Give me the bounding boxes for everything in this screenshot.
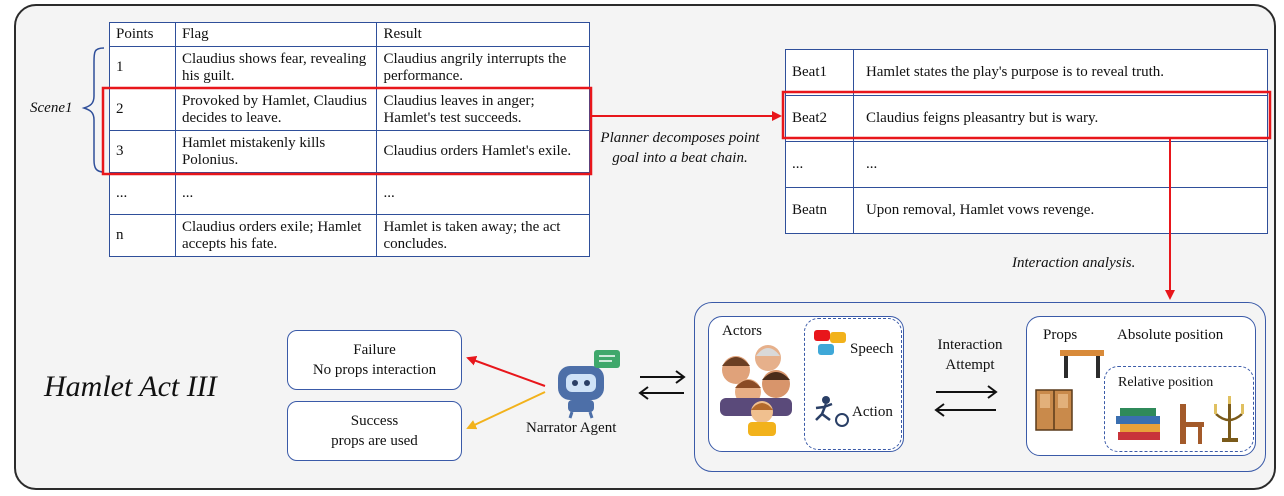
planner-note: Planner decomposes point goal into a bea… [600, 130, 760, 166]
interaction-attempt-line1: Interaction [937, 337, 1003, 353]
actor-props-exchange-icon [934, 385, 998, 417]
narrator-actor-exchange-icon [638, 370, 686, 400]
scene-bracket [81, 47, 105, 173]
failure-box: Failure No props interaction [287, 330, 462, 390]
scene-label: Scene1 [30, 100, 73, 116]
beat-id: Beatn [785, 187, 854, 234]
table-row: Beat2 Claudius feigns pleasantry but is … [785, 95, 1269, 142]
flag-cell: Provoked by Hamlet, Claudius decides to … [174, 88, 378, 131]
table-row: n Claudius orders exile; Hamlet accepts … [109, 214, 590, 257]
flag-cell: ... [174, 172, 378, 215]
result-cell: Hamlet is taken away; the act concludes. [376, 214, 590, 257]
relative-position-group [1104, 366, 1254, 452]
success-arrow [466, 391, 546, 430]
narrator-label: Narrator Agent [526, 420, 617, 436]
table-row: 3 Hamlet mistakenly kills Polonius. Clau… [109, 130, 590, 173]
actors-icon [720, 345, 792, 436]
failure-title: Failure [353, 342, 396, 358]
speech-label: Speech [850, 341, 894, 357]
interaction-attempt-label: Interaction Attempt [922, 335, 1018, 375]
point-number: 1 [109, 46, 176, 89]
absolute-position-label: Absolute position [1117, 327, 1224, 343]
table-row: 2 Provoked by Hamlet, Claudius decides t… [109, 88, 590, 131]
interaction-attempt-line2: Attempt [945, 357, 995, 373]
table-row: Beatn Upon removal, Hamlet vows revenge. [785, 187, 1269, 234]
beat-text: Upon removal, Hamlet vows revenge. [852, 187, 1269, 234]
speech-action-group [804, 318, 902, 450]
beat-id: Beat1 [785, 49, 854, 96]
table-row: ... ... ... [109, 172, 590, 215]
table-row: Beat1 Hamlet states the play's purpose i… [785, 49, 1269, 96]
result-cell: Claudius orders Hamlet's exile. [376, 130, 590, 173]
props-label: Props [1043, 327, 1078, 343]
point-highlight [101, 86, 593, 176]
success-detail: props are used [331, 433, 418, 449]
relative-position-label: Relative position [1118, 375, 1214, 390]
points-table: Points Flag Result 1 Claudius shows fear… [109, 22, 590, 257]
chair-icon [1180, 404, 1204, 444]
result-cell: ... [376, 172, 590, 215]
flag-cell: Claudius shows fear, revealing his guilt… [174, 46, 378, 89]
points-table-header: Points Flag Result [109, 22, 590, 47]
books-icon [1116, 408, 1160, 440]
beat-id: Beat2 [785, 95, 854, 142]
action-label: Action [852, 404, 893, 420]
flag-cell: Hamlet mistakenly kills Polonius. [174, 130, 378, 173]
candelabra-icon [1214, 396, 1244, 442]
beats-table: Beat1 Hamlet states the play's purpose i… [785, 49, 1269, 234]
table-row: 1 Claudius shows fear, revealing his gui… [109, 46, 590, 89]
robot-icon [558, 350, 620, 419]
diagram-title: Hamlet Act III [44, 370, 217, 403]
beat-text: ... [852, 141, 1269, 188]
result-cell: Claudius leaves in anger; Hamlet's test … [376, 88, 590, 131]
speech-icon [814, 330, 846, 355]
result-cell: Claudius angrily interrupts the performa… [376, 46, 590, 89]
beat-id: ... [785, 141, 854, 188]
flag-cell: Claudius orders exile; Hamlet accepts hi… [174, 214, 378, 257]
table-icon [1060, 350, 1104, 378]
point-number: 3 [109, 130, 176, 173]
points-header: Points [109, 22, 176, 47]
flag-header: Flag [174, 22, 378, 47]
actors-label: Actors [722, 323, 762, 339]
wardrobe-icon [1035, 389, 1073, 431]
success-box: Success props are used [287, 401, 462, 461]
point-number: n [109, 214, 176, 257]
point-number: ... [109, 172, 176, 215]
beat-text: Hamlet states the play's purpose is to r… [852, 49, 1269, 96]
success-title: Success [350, 413, 399, 429]
table-row: ... ... [785, 141, 1269, 188]
interaction-analysis-label: Interaction analysis. [1012, 255, 1136, 271]
failure-arrow [466, 356, 546, 387]
action-icon [815, 396, 849, 427]
failure-detail: No props interaction [312, 362, 437, 378]
beat-highlight [781, 90, 1272, 140]
